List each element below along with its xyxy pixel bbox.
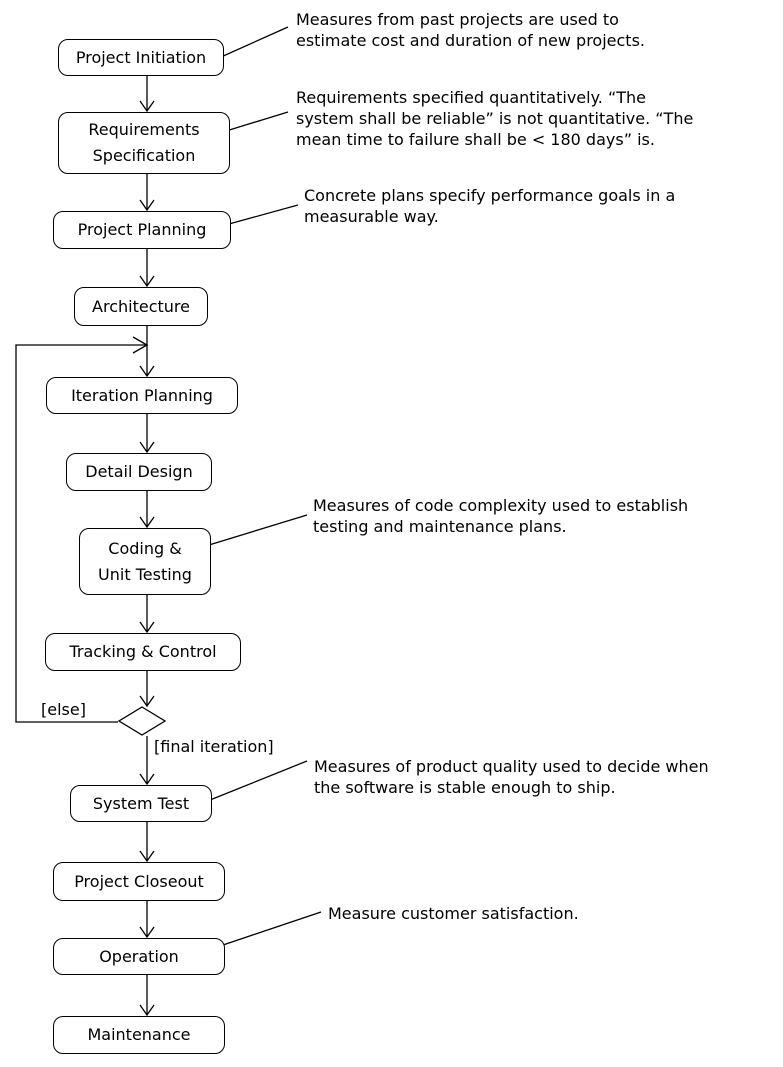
note-operation: Measure customer satisfaction.: [328, 904, 579, 923]
node-maintenance: Maintenance: [53, 1016, 225, 1054]
note-requirements-specification: Requirements specified quantitatively. “…: [296, 88, 694, 149]
flow-arrow: [139, 76, 155, 113]
node-operation: Operation: [53, 938, 225, 975]
node-iteration-planning: Iteration Planning: [46, 377, 238, 414]
flow-arrow: [139, 671, 155, 708]
node-project-planning: Project Planning: [53, 211, 231, 249]
flow-arrow: [139, 491, 155, 529]
flow-arrow: [139, 174, 155, 212]
guard-else: [else]: [41, 700, 86, 719]
node-detail-design: Detail Design: [66, 453, 212, 491]
note-connector: [209, 760, 308, 801]
loop-back-arrow: [15, 336, 149, 723]
note-connector: [225, 111, 289, 132]
note-system-test: Measures of product quality used to deci…: [314, 757, 709, 797]
guard-final-iteration: [final iteration]: [154, 737, 274, 756]
note-connector: [208, 514, 308, 546]
flow-arrow: [139, 975, 155, 1017]
flow-arrow: [139, 901, 155, 939]
flow-arrow: [139, 326, 155, 378]
note-connector: [228, 204, 299, 225]
decision-diamond: [117, 706, 167, 736]
note-connector: [222, 911, 322, 946]
flow-arrow: [139, 595, 155, 634]
note-project-planning: Concrete plans specify performance goals…: [304, 186, 676, 226]
node-project-initiation: Project Initiation: [58, 39, 224, 76]
node-tracking-control: Tracking & Control: [45, 633, 241, 671]
node-system-test: System Test: [70, 785, 212, 822]
flow-arrow: [139, 249, 155, 288]
node-architecture: Architecture: [74, 287, 208, 326]
node-coding-unit-testing: Coding & Unit Testing: [79, 528, 211, 595]
flow-arrow: [139, 414, 155, 454]
flow-arrow: [139, 736, 155, 786]
note-connector: [220, 26, 289, 58]
node-requirements-specification: Requirements Specification: [58, 112, 230, 174]
note-coding-unit-testing: Measures of code complexity used to esta…: [313, 496, 689, 536]
note-project-initiation: Measures from past projects are used to …: [296, 10, 645, 50]
flow-arrow: [139, 822, 155, 863]
node-project-closeout: Project Closeout: [53, 862, 225, 901]
